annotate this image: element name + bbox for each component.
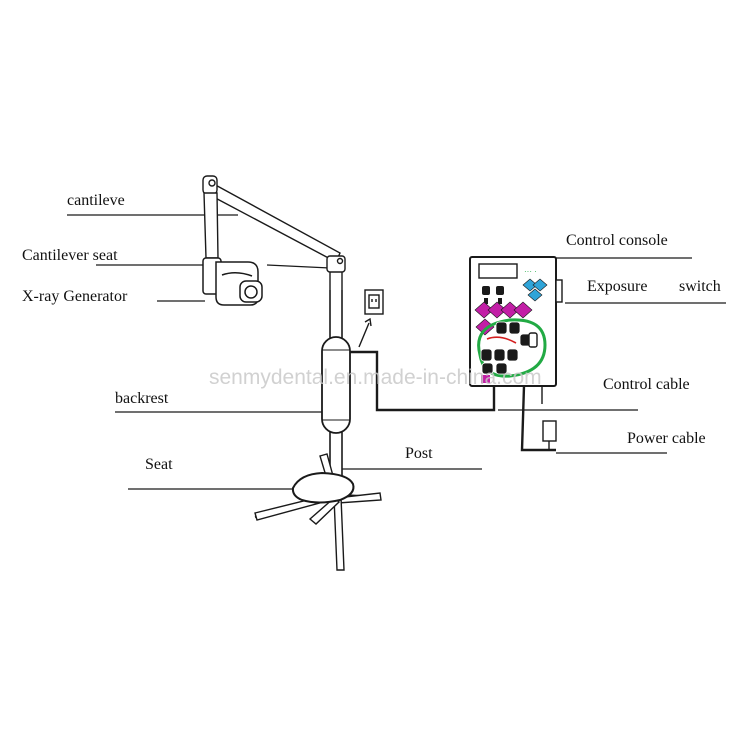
leader-arm-joint — [266, 264, 331, 269]
label-post: Post — [405, 445, 433, 462]
label-xray-generator: X-ray Generator — [22, 288, 128, 305]
seat — [291, 471, 355, 504]
cantilever-arm — [202, 175, 346, 290]
console-display — [478, 263, 518, 279]
leader-lines — [67, 214, 726, 490]
bottom-indicator — [481, 375, 490, 383]
label-cantilever-seat: Cantilever seat — [22, 247, 118, 264]
label-switch: switch — [679, 278, 721, 295]
label-backrest: backrest — [115, 390, 169, 407]
xray-generator — [202, 257, 263, 306]
label-seat: Seat — [145, 456, 173, 473]
magenta-keys — [474, 301, 533, 336]
seat-base — [254, 453, 382, 571]
label-control-cable: Control cable — [603, 376, 690, 393]
green-selection-ring — [477, 318, 547, 378]
label-power-cable: Power cable — [627, 430, 706, 447]
watermark: senmydental.en.made-in-china.com — [209, 366, 542, 389]
label-exposure: Exposure — [587, 278, 647, 295]
blue-keys — [522, 278, 548, 302]
cables — [350, 350, 557, 452]
keypad-buttons — [480, 321, 532, 375]
red-indicator — [486, 336, 517, 344]
top-buttons — [482, 286, 504, 304]
indicator-dots: ··· · — [524, 267, 537, 276]
label-control-console: Control console — [566, 232, 668, 249]
side-key — [528, 332, 538, 348]
exposure-switch — [555, 279, 563, 303]
control-console: ··· · — [469, 256, 563, 387]
backrest — [321, 336, 351, 434]
label-cantileve: cantileve — [67, 192, 125, 209]
wall-socket — [358, 289, 384, 348]
